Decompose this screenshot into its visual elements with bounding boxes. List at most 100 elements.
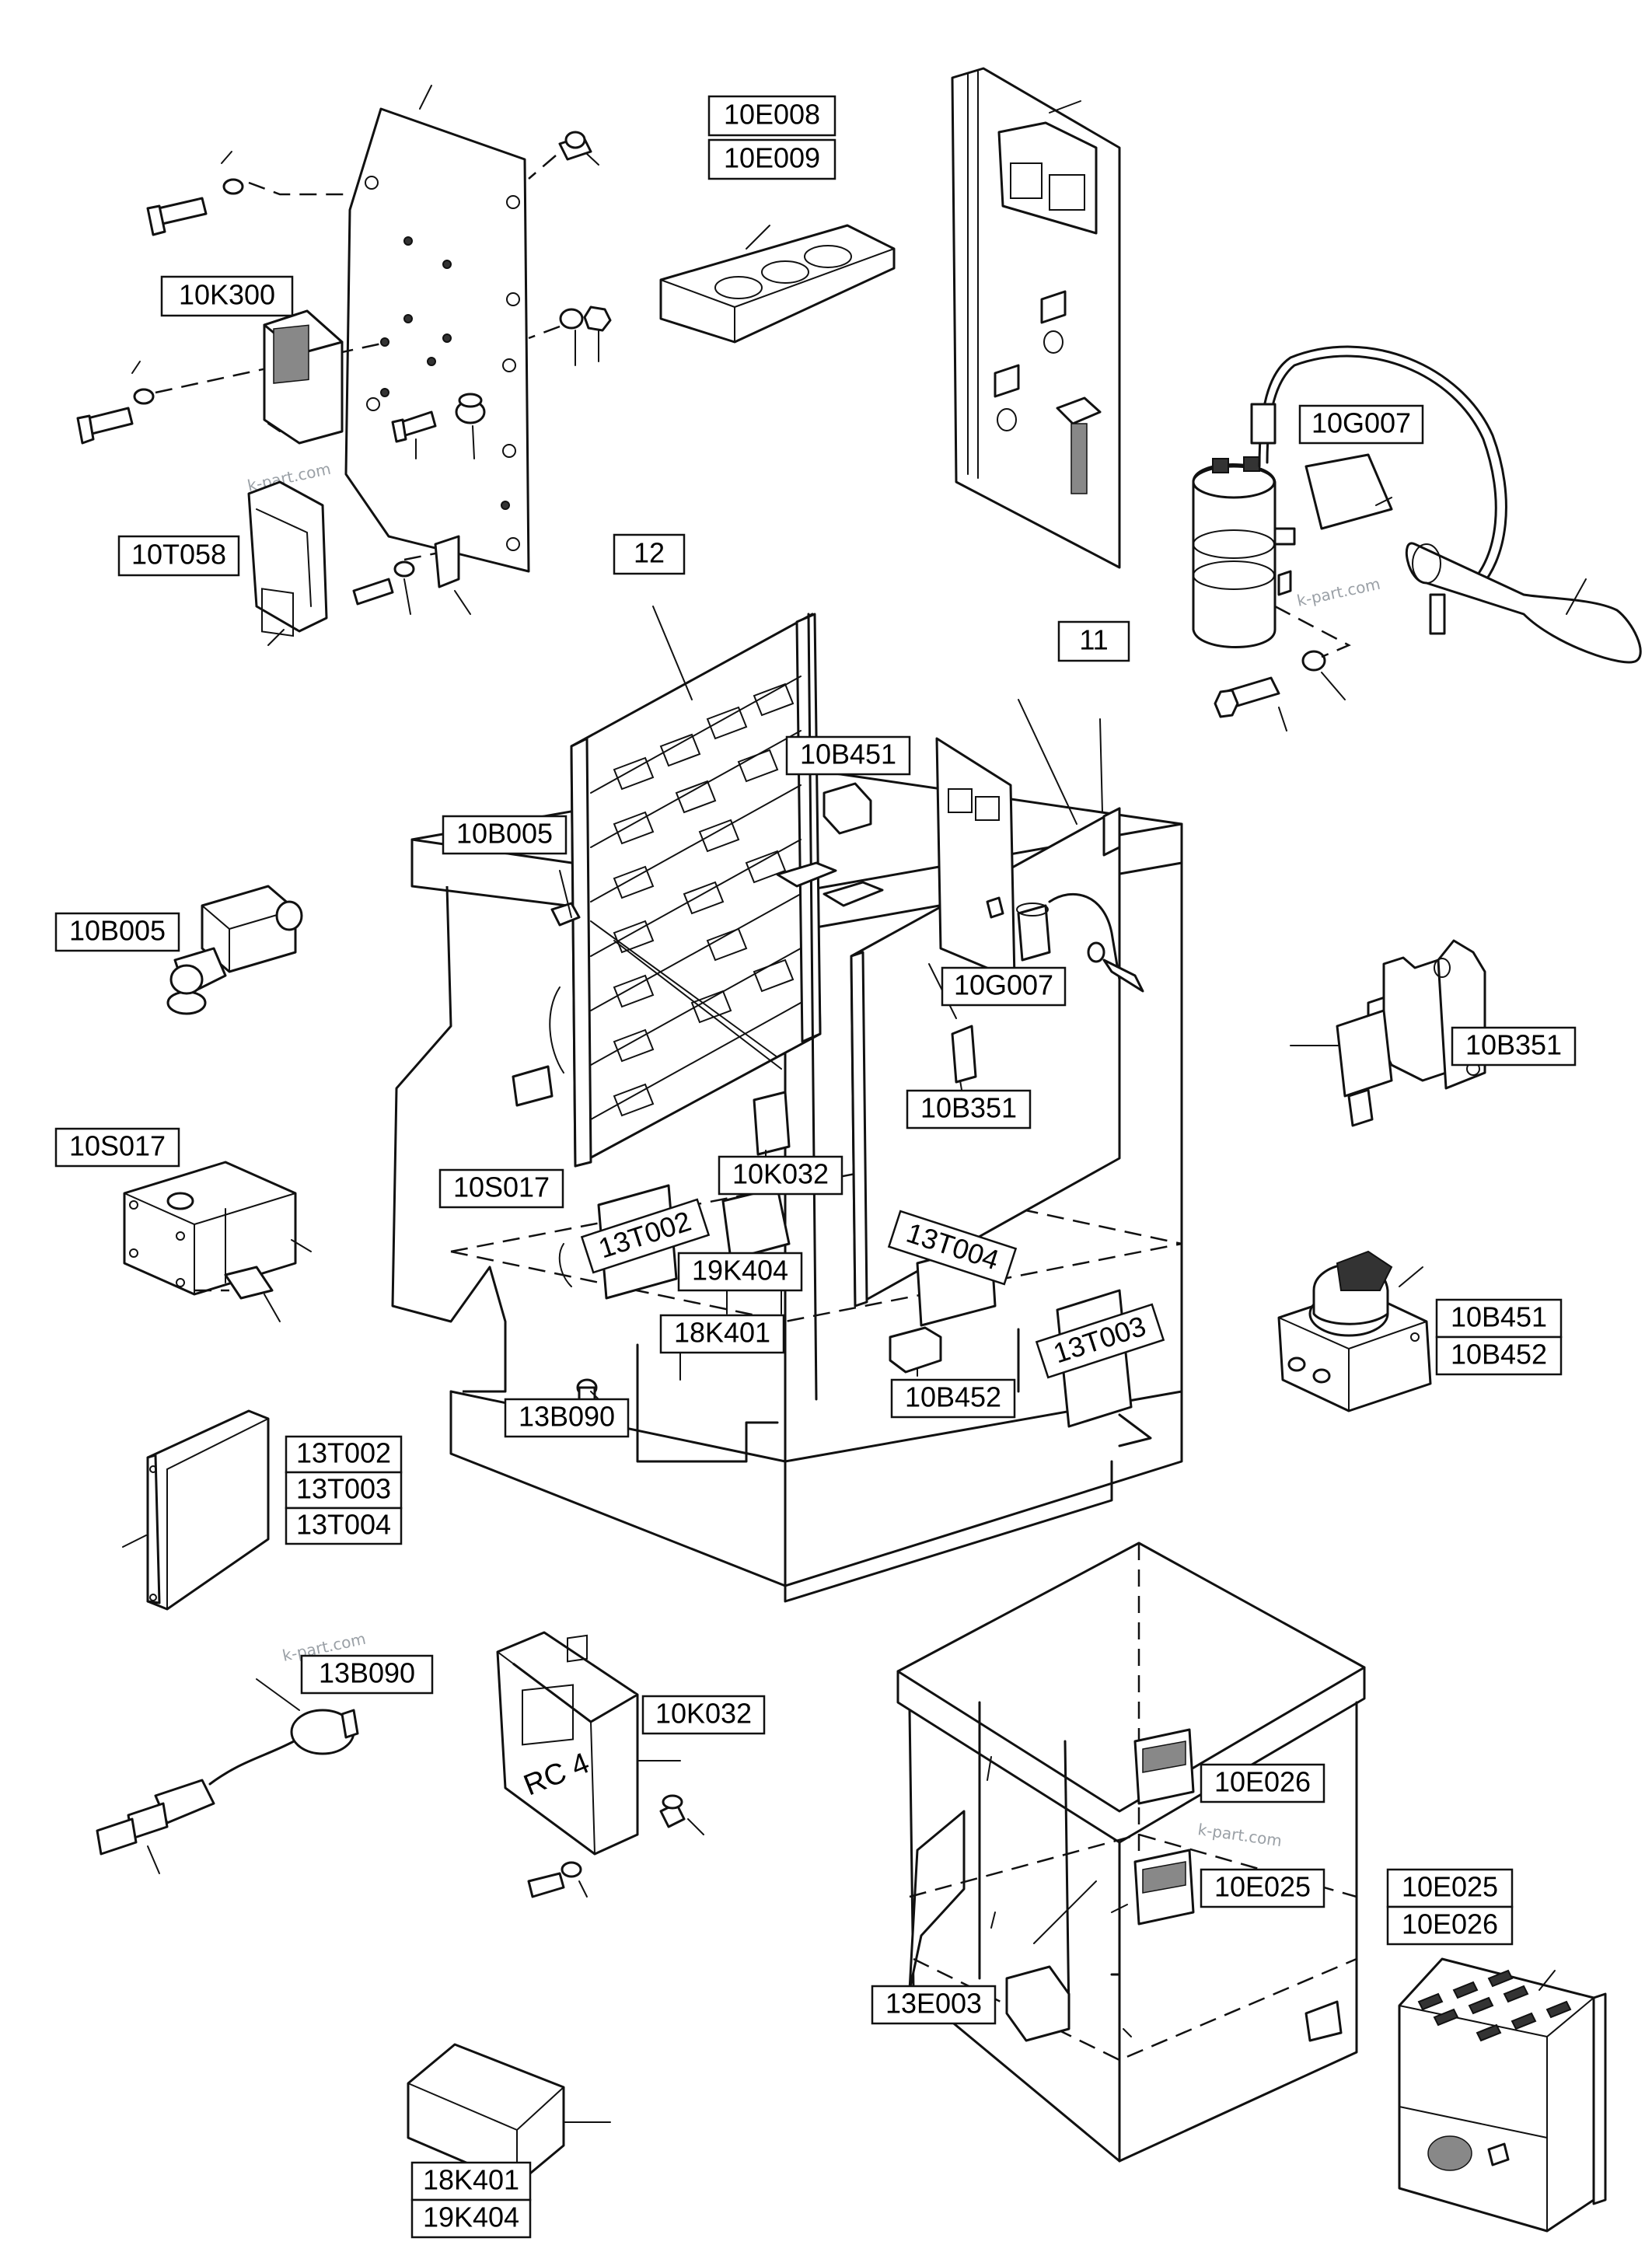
svg-text:10B351: 10B351 <box>920 1092 1017 1124</box>
svg-text:10E008: 10E008 <box>724 99 820 131</box>
label-13t003-detail: 13T003 <box>285 1471 403 1510</box>
plate-dot <box>442 260 452 269</box>
plate-dot <box>403 314 413 323</box>
label-19k404-main: 19K404 <box>677 1252 803 1292</box>
svg-text:10S017: 10S017 <box>453 1171 550 1203</box>
screw <box>391 410 437 459</box>
svg-text:10S017: 10S017 <box>69 1130 166 1162</box>
label-18k401-main: 18K401 <box>659 1314 785 1354</box>
svg-text:10B005: 10B005 <box>69 915 166 947</box>
svg-text:10E025: 10E025 <box>1214 1871 1311 1903</box>
plate-hole <box>506 537 520 551</box>
label-12: 12 <box>613 533 686 575</box>
svg-text:10B452: 10B452 <box>1451 1339 1547 1370</box>
pressure-switch-10b351 <box>1290 939 1486 1127</box>
limit-switch-10b005 <box>166 885 303 1015</box>
svg-text:13T002: 13T002 <box>296 1437 391 1469</box>
label-10b451-right: 10B451 <box>1435 1298 1563 1339</box>
svg-text:13B090: 13B090 <box>519 1401 615 1433</box>
terminal-rows <box>590 676 802 1120</box>
svg-text:10T058: 10T058 <box>131 539 226 571</box>
plate-hole <box>502 358 516 372</box>
label-13e003: 13E003 <box>871 1985 997 2025</box>
label-10b351-right: 10B351 <box>1451 1026 1577 1067</box>
plate-dot <box>427 357 436 366</box>
plate-dot <box>501 501 510 510</box>
svg-text:12: 12 <box>634 537 665 569</box>
box-18k401 <box>407 2043 611 2186</box>
label-10e026-detail: 10E026 <box>1386 1905 1514 1946</box>
label-10s017-main: 10S017 <box>438 1168 564 1209</box>
svg-text:10E026: 10E026 <box>1214 1766 1311 1798</box>
svg-text:19K404: 19K404 <box>692 1255 788 1287</box>
label-10e008: 10E008 <box>707 95 836 137</box>
watermark-text: k-part.com <box>1196 1820 1283 1850</box>
svg-text:19K404: 19K404 <box>423 2201 519 2233</box>
compressor-10g007 <box>1192 345 1642 731</box>
svg-text:10K032: 10K032 <box>655 1698 752 1730</box>
svg-text:13T004: 13T004 <box>296 1509 391 1541</box>
plate-hole <box>366 397 380 411</box>
label-10g007-top: 10G007 <box>1298 404 1424 445</box>
label-10b005-main: 10B005 <box>442 815 568 855</box>
svg-text:10K300: 10K300 <box>179 279 275 311</box>
label-10b452-main: 10B452 <box>890 1378 1016 1419</box>
svg-text:13B090: 13B090 <box>319 1657 415 1689</box>
right-inner-panel <box>850 699 1121 1308</box>
mounting-plate-assembly <box>76 85 612 615</box>
label-10b452-right: 10B452 <box>1435 1335 1563 1376</box>
leader-line <box>419 85 432 110</box>
label-13t004-detail: 13T004 <box>285 1507 403 1545</box>
label-10k032-detail: 10K032 <box>641 1695 766 1735</box>
label-10k032-main: 10K032 <box>718 1155 843 1196</box>
screw <box>76 340 389 445</box>
svg-text:10B451: 10B451 <box>800 738 896 770</box>
label-10e026-main: 10E026 <box>1200 1763 1325 1803</box>
sensor-13b090 <box>96 1678 359 1874</box>
label-18k401-detail: 18K401 <box>410 2161 532 2201</box>
transformer-13t002 <box>122 1409 270 1611</box>
svg-text:11: 11 <box>1079 624 1108 656</box>
svg-text:10E026: 10E026 <box>1402 1908 1498 1940</box>
label-10e025-detail: 10E025 <box>1386 1868 1514 1908</box>
label-10k300: 10K300 <box>160 275 294 317</box>
label-10e009: 10E009 <box>707 138 836 180</box>
heater-vents <box>1417 1969 1572 2042</box>
svg-text:10E009: 10E009 <box>724 142 820 174</box>
svg-text:10E025: 10E025 <box>1402 1871 1498 1903</box>
module-10t058 <box>247 480 328 646</box>
screw <box>146 151 350 236</box>
cable-clip <box>455 393 486 459</box>
rotary-switch-10b451 <box>1277 1250 1432 1412</box>
label-19k404-detail: 19K404 <box>410 2198 532 2239</box>
svg-text:10B351: 10B351 <box>1465 1029 1562 1061</box>
svg-text:10K032: 10K032 <box>732 1158 829 1190</box>
svg-text:13T003: 13T003 <box>296 1473 391 1505</box>
plate-hole <box>506 292 520 306</box>
plate-dot <box>403 236 413 246</box>
svg-text:10G007: 10G007 <box>954 969 1053 1001</box>
plate-dot <box>380 337 389 347</box>
bracket <box>352 535 471 615</box>
svg-text:10B005: 10B005 <box>456 818 553 850</box>
svg-text:18K401: 18K401 <box>674 1317 770 1349</box>
tray-10e008 <box>659 224 896 344</box>
label-13b090-detail: 13B090 <box>300 1654 434 1695</box>
stud <box>528 131 599 180</box>
relay-panel <box>951 67 1121 569</box>
svg-text:10B451: 10B451 <box>1451 1301 1547 1333</box>
label-13b090-main: 13B090 <box>504 1398 630 1438</box>
svg-text:18K401: 18K401 <box>423 2164 519 2196</box>
nut-washer <box>528 306 612 366</box>
module-10k300 <box>263 309 344 445</box>
plate-hole <box>365 176 379 190</box>
svg-text:10G007: 10G007 <box>1311 407 1411 439</box>
plate-hole <box>506 195 520 209</box>
mounting-plate <box>344 107 530 573</box>
plate-hole <box>502 444 516 458</box>
heater-10e025 <box>1398 1957 1607 2233</box>
relay-10k032: RC 4 <box>496 1631 704 1898</box>
label-10s017-detail: 10S017 <box>54 1127 180 1168</box>
plate-dot <box>442 333 452 343</box>
